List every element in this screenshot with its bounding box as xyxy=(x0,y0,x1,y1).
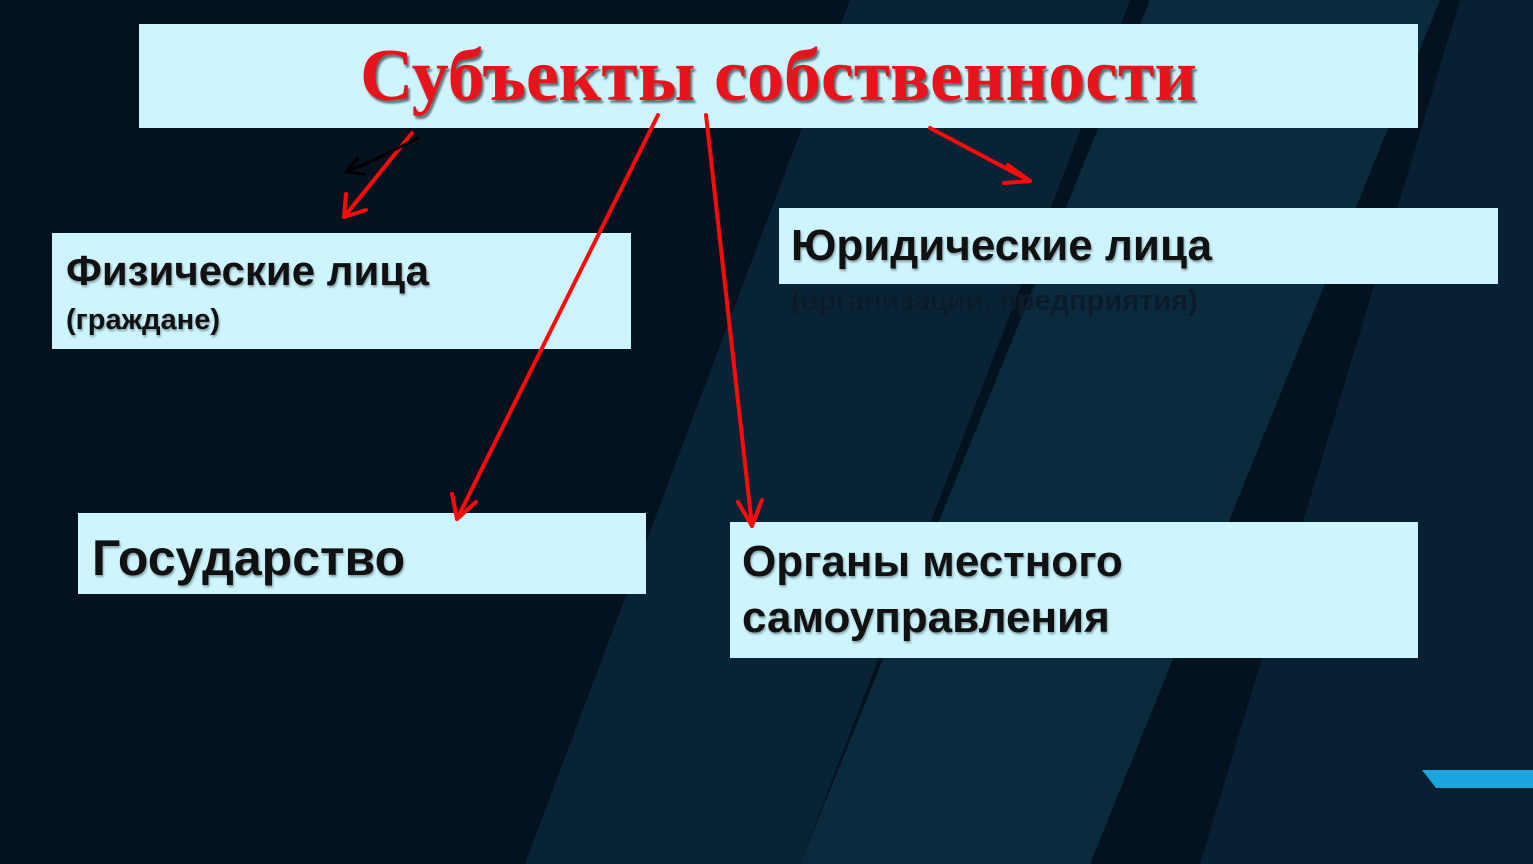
node-state-label: Государство xyxy=(92,530,406,586)
diagram-title: Субъекты собственности xyxy=(360,35,1197,117)
node-local-label: Органы местного самоуправления xyxy=(742,537,1123,642)
node-legal-sub: (организации, предприятия) xyxy=(791,285,1198,317)
node-legal-entities: Юридические лица xyxy=(779,208,1498,284)
accent-bar xyxy=(1422,770,1533,788)
node-physical-sub: (граждане) xyxy=(66,304,220,336)
node-legal-label: Юридические лица xyxy=(791,221,1213,270)
title-box: Субъекты собственности xyxy=(139,24,1418,128)
node-local-government: Органы местного самоуправления xyxy=(730,522,1418,658)
node-physical-label: Физические лица xyxy=(66,247,429,294)
node-physical-persons: Физические лица (граждане) xyxy=(52,233,631,349)
node-state: Государство xyxy=(78,513,646,594)
